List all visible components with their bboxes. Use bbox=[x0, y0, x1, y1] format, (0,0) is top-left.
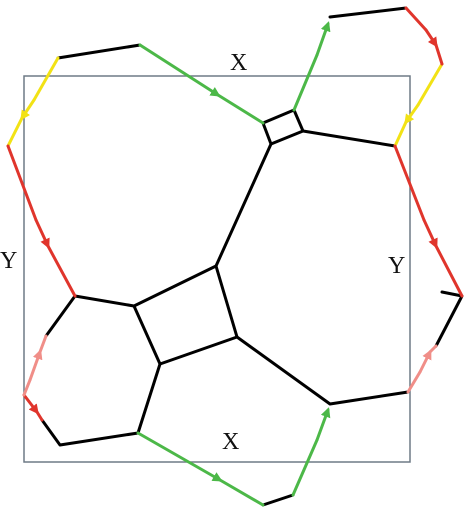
unit-cell-frame bbox=[23, 75, 411, 463]
red-arrow-left bbox=[34, 218, 50, 249]
green-segment-bottom bbox=[218, 478, 265, 507]
small-square bbox=[261, 108, 305, 146]
yellow-arrow-left bbox=[20, 98, 36, 121]
network-edges bbox=[40, 6, 464, 507]
red-segment-top-right-end bbox=[434, 43, 444, 66]
red-arrow-right bbox=[422, 218, 438, 249]
pink-arrow-right bbox=[418, 349, 432, 374]
pink-segment-left bbox=[38, 334, 48, 354]
green-arrow-lower-up bbox=[315, 407, 331, 442]
red-segment-left-top bbox=[6, 144, 38, 222]
edge-top-left bbox=[56, 43, 142, 60]
red-segment-right-top bbox=[393, 144, 426, 222]
red-segment-lower-left bbox=[35, 410, 44, 422]
yellow-segment-left bbox=[32, 56, 60, 102]
red-arrow-lower-left bbox=[22, 393, 39, 415]
edge-top-right bbox=[328, 6, 408, 19]
pink-segment-right-end bbox=[428, 344, 438, 354]
red-segment-right-bottom bbox=[434, 244, 464, 298]
label-top-x: X bbox=[230, 50, 247, 76]
yellow-segment-left-end bbox=[6, 116, 24, 148]
edge-right-tip bbox=[434, 290, 464, 348]
green-segment-lower-up bbox=[291, 438, 319, 497]
green-arrow-up bbox=[315, 21, 331, 57]
red-segment-left-bottom bbox=[46, 244, 77, 298]
red-arrow-top-right bbox=[424, 28, 438, 48]
arrow-segments bbox=[6, 6, 464, 507]
edge-bottom-right bbox=[261, 493, 295, 507]
pink-segment-left-low bbox=[22, 378, 32, 397]
green-arrow-top bbox=[138, 43, 221, 97]
central-square bbox=[132, 264, 239, 366]
green-arrow-bottom bbox=[136, 431, 223, 482]
label-right-y: Y bbox=[388, 253, 405, 279]
label-left-y: Y bbox=[0, 248, 17, 274]
pink-arrow-left bbox=[28, 349, 43, 382]
green-segment-top bbox=[216, 93, 265, 125]
green-segment-up bbox=[292, 53, 319, 112]
pink-segment-right bbox=[406, 370, 422, 394]
edge-lower-left bbox=[40, 362, 162, 447]
edge-lower-right bbox=[235, 335, 410, 406]
yellow-segment-right bbox=[416, 62, 444, 107]
edge-small-to-central bbox=[214, 142, 273, 268]
edge-central-to-left bbox=[73, 294, 136, 308]
yellow-arrow-right bbox=[404, 103, 420, 125]
yellow-segment-right-end bbox=[393, 120, 408, 148]
edge-left-cell bbox=[44, 294, 77, 338]
label-bottom-x: X bbox=[222, 429, 239, 455]
edge-small-to-right bbox=[301, 129, 397, 148]
red-segment-top-right bbox=[404, 6, 428, 32]
